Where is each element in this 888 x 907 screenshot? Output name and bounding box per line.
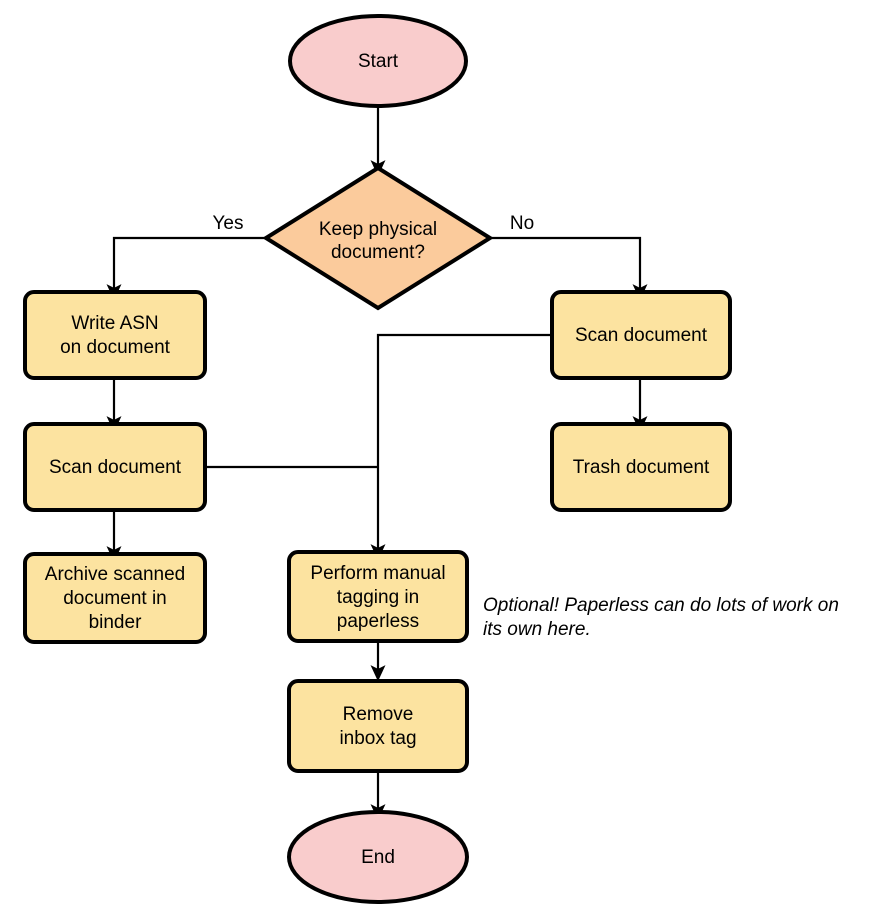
node-perform-manual-tagging[interactable]: Perform manual tagging in paperless	[287, 550, 469, 643]
connector-decision-no-to-scan-right	[490, 236, 648, 301]
scan-right-label: Scan document	[575, 325, 708, 346]
start-ellipse-shape	[288, 14, 468, 108]
node-end[interactable]: End	[287, 810, 469, 904]
end-label: End	[361, 847, 395, 868]
decision-diamond-shape	[262, 165, 494, 311]
trash-box-shape	[550, 422, 732, 512]
remove-inbox-box-shape	[287, 679, 469, 773]
optional-note-line2: its own here.	[483, 619, 591, 640]
start-label: Start	[358, 51, 399, 72]
remove-inbox-label-line1: Remove	[343, 704, 414, 725]
trash-label: Trash document	[573, 457, 710, 478]
archive-label-line2: document in	[63, 588, 167, 609]
connector-scan-right-to-tagging	[370, 333, 552, 561]
scan-left-box-shape	[23, 422, 207, 512]
remove-inbox-label-line2: inbox tag	[339, 728, 416, 749]
node-start[interactable]: Start	[288, 14, 468, 108]
node-decision-keep-physical-document[interactable]: Keep physical document?	[262, 165, 494, 311]
node-trash-document[interactable]: Trash document	[550, 422, 732, 512]
node-remove-inbox-tag[interactable]: Remove inbox tag	[287, 679, 469, 773]
decision-label-line2: document?	[331, 242, 425, 263]
scan-left-label: Scan document	[49, 457, 182, 478]
archive-label-line1: Archive scanned	[45, 564, 185, 585]
archive-label-line3: binder	[89, 612, 142, 633]
node-scan-document-right[interactable]: Scan document	[550, 290, 732, 380]
end-ellipse-shape	[287, 810, 469, 904]
tagging-label-line2: tagging in	[337, 587, 419, 608]
node-write-asn-on-document[interactable]: Write ASN on document	[23, 290, 207, 380]
connector-decision-yes-to-write-asn	[106, 236, 266, 301]
tagging-label-line1: Perform manual	[310, 563, 445, 584]
archive-box-shape	[23, 552, 207, 644]
annotation-optional-note: Optional! Paperless can do lots of work …	[483, 595, 839, 640]
write-asn-label-line2: on document	[60, 337, 171, 358]
edge-label-no: No	[510, 213, 534, 234]
edge-label-yes: Yes	[213, 213, 244, 234]
optional-note-line1: Optional! Paperless can do lots of work …	[483, 595, 839, 616]
tagging-box-shape	[287, 550, 469, 643]
node-scan-document-left[interactable]: Scan document	[23, 422, 207, 512]
decision-label-line1: Keep physical	[319, 219, 437, 240]
write-asn-label-line1: Write ASN	[71, 313, 158, 334]
write-asn-box-shape	[23, 290, 207, 380]
node-archive-scanned-document[interactable]: Archive scanned document in binder	[23, 552, 207, 644]
scan-right-box-shape	[550, 290, 732, 380]
tagging-label-line3: paperless	[337, 611, 419, 632]
